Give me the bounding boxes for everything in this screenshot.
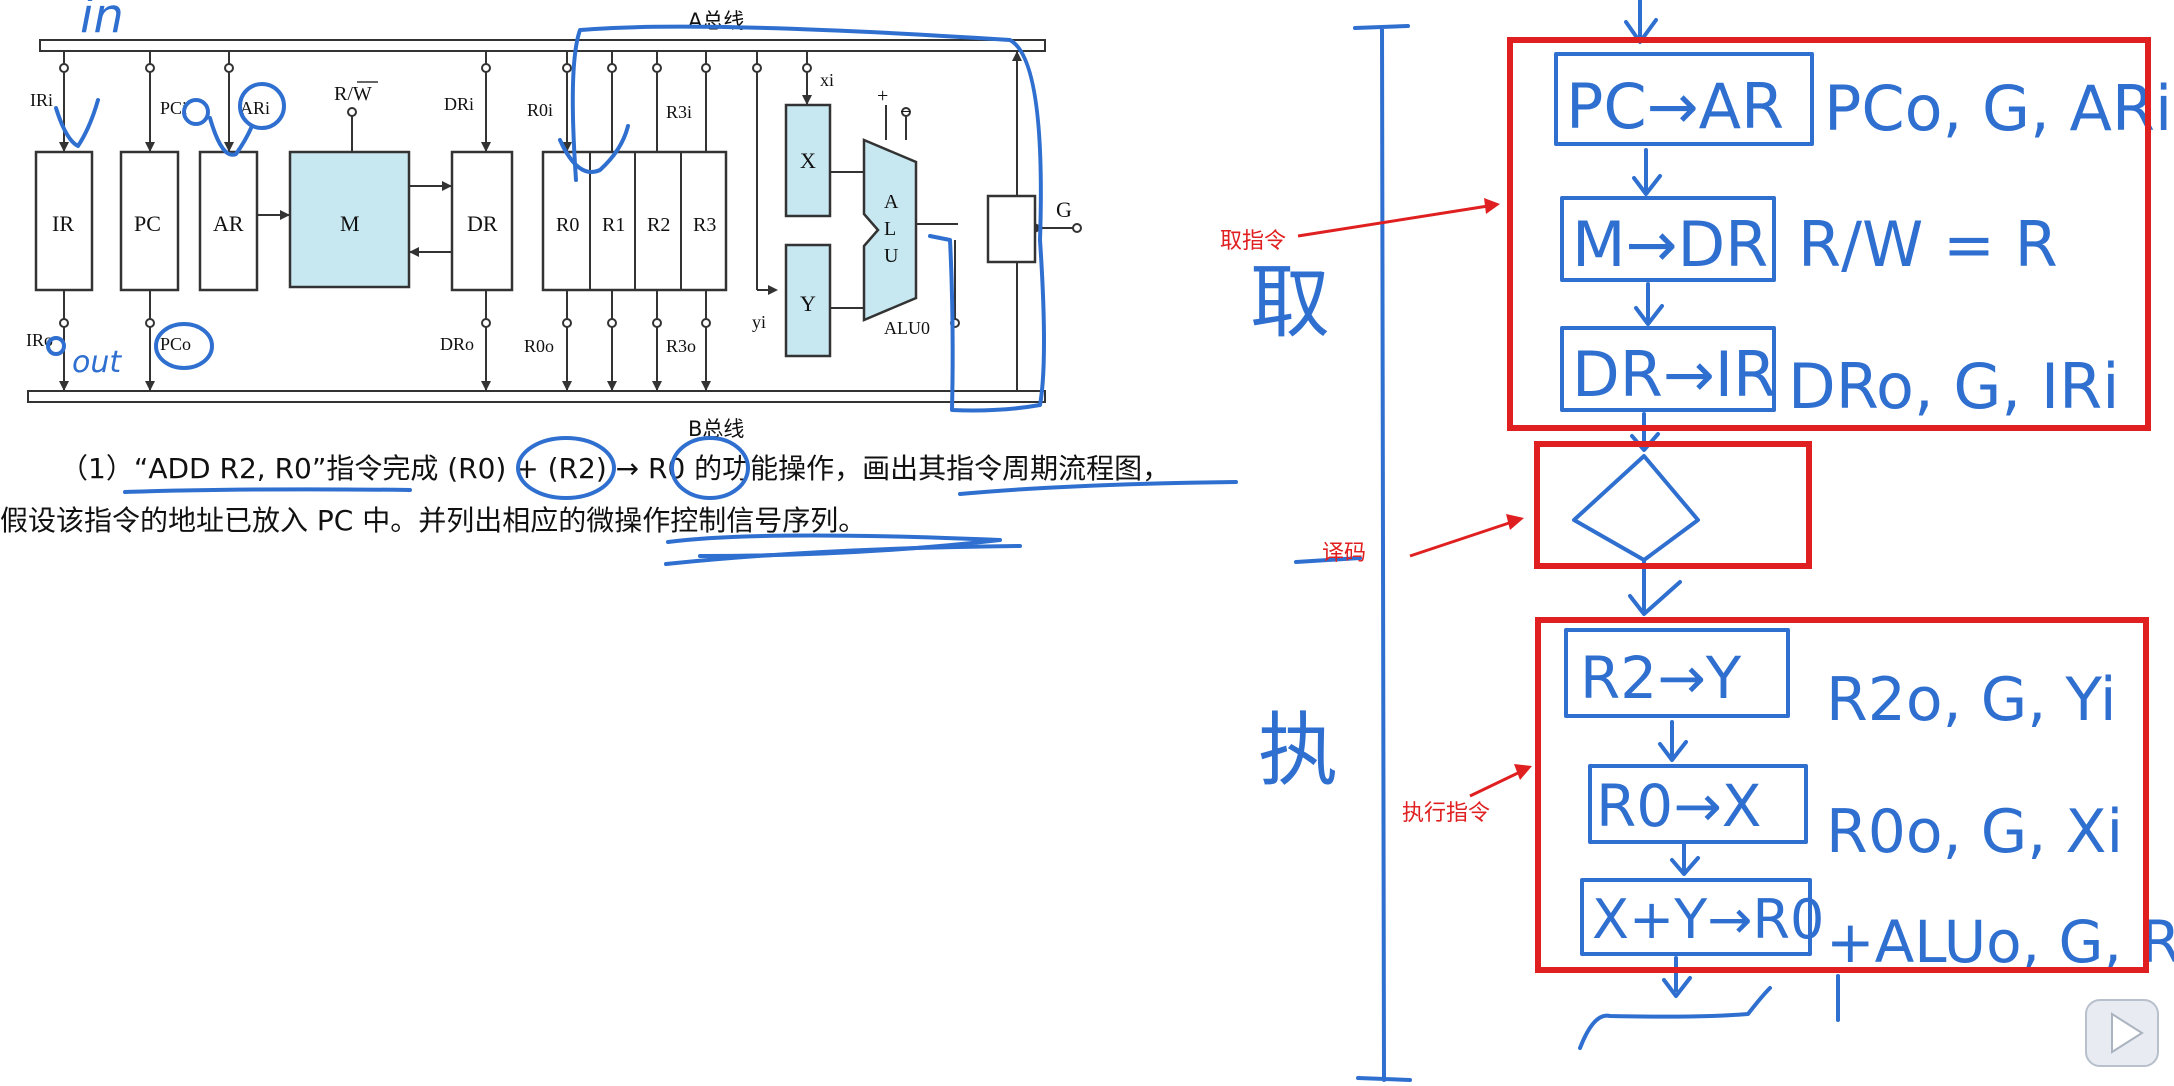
datapath-diagram: A总线 B总线 (26, 9, 1082, 441)
signal-pc-in: PCi (160, 98, 187, 118)
play-button[interactable] (2085, 999, 2159, 1067)
execute-label: 执行指令 (1402, 801, 1490, 826)
hw-step-5-signals: R0o, G, Xi (1826, 797, 2123, 867)
hw-in: in (80, 0, 124, 44)
question-line-2: 假设该指令的地址已放入 PC 中。并列出相应的微操作控制信号序列。 (0, 504, 866, 537)
signal-dr-out: DRo (440, 334, 474, 354)
signal-r3-out: R3o (666, 336, 696, 356)
alu (862, 138, 918, 322)
hw-step-6-signals: +ALUo, G, R0i (1826, 908, 2174, 976)
hw-step-2-signals: R/W = R (1798, 208, 2058, 281)
signal-rw: R/W (334, 83, 372, 105)
register-x (784, 103, 832, 218)
register-y (784, 243, 832, 358)
hw-step-1-box: PC→AR (1566, 70, 1784, 143)
signal-minus: − (900, 101, 911, 123)
signal-plus: + (877, 85, 888, 107)
alu-label-u: U (884, 245, 899, 267)
hw-step-5-box: R0→X (1596, 772, 1762, 840)
fetch-box (1507, 37, 2151, 431)
register-ir-label: IR (52, 211, 74, 236)
register-pc-label: PC (134, 211, 161, 236)
register-r1-label: R1 (602, 214, 625, 236)
hw-step-1-signals: PCo, G, ARi (1824, 72, 2172, 145)
signal-r3-in: R3i (666, 102, 692, 122)
handwriting-diagram: in out (46, 0, 1238, 566)
signal-ir-in: IRi (30, 90, 53, 110)
signal-pc-out: PCo (160, 334, 191, 354)
bus-a (39, 39, 1046, 52)
register-ar (198, 150, 259, 292)
annotation-overlay: 取指令 译码 执行指令 (1220, 37, 2151, 973)
signal-ar-in: ARi (240, 98, 270, 118)
hw-step-4-signals: R2o, G, Yi (1826, 665, 2117, 735)
gate-g (986, 194, 1037, 264)
hw-out: out (72, 345, 122, 380)
hw-exec-char: 执 (1258, 704, 1338, 797)
hw-step-6-box: X+Y→R0 (1592, 888, 1824, 951)
register-r3-label: R3 (693, 214, 716, 236)
hw-step-2-box: M→DR (1572, 208, 1768, 281)
memory-m-label: M (340, 211, 360, 236)
bus-b (27, 390, 1046, 403)
register-dr-label: DR (467, 211, 498, 236)
signal-r0-out: R0o (524, 336, 554, 356)
alu-label-l: L (884, 218, 896, 240)
memory-m (288, 150, 411, 289)
decode-label: 译码 (1322, 541, 1366, 566)
register-ir (34, 150, 94, 292)
register-x-label: X (800, 148, 816, 173)
register-r0-label: R0 (556, 214, 579, 236)
signal-alu-out: ALU0 (884, 318, 930, 338)
hw-step-3-box: DR→IR (1572, 338, 1776, 411)
register-ar-label: AR (213, 211, 244, 236)
signal-r0-in: R0i (527, 100, 553, 120)
execute-box (1535, 617, 2149, 973)
signal-y-in: yi (752, 312, 766, 332)
play-icon (2111, 1012, 2144, 1054)
signal-x-in: xi (820, 70, 834, 90)
signal-dr-in: DRi (444, 94, 474, 114)
bus-a-label: A总线 (688, 9, 744, 33)
hw-fetch-char: 取 (1250, 256, 1330, 349)
alu-label-a: A (884, 191, 899, 213)
register-pc (119, 150, 180, 292)
decode-box (1534, 441, 1812, 569)
hw-step-4-box: R2→Y (1580, 644, 1742, 712)
fetch-label: 取指令 (1220, 229, 1286, 254)
register-file: R0 R1 R2 R3 (541, 150, 728, 292)
register-dr (450, 150, 514, 292)
flowchart: 取 执 PC→AR PCo, G, ARi M→DR R/W = R DR→IR… (1250, 0, 2174, 1082)
register-r2-label: R2 (647, 214, 670, 236)
register-y-label: Y (800, 291, 816, 316)
hw-step-3-signals: DRo, G, IRi (1788, 350, 2119, 423)
gate-g-label: G (1056, 197, 1072, 222)
